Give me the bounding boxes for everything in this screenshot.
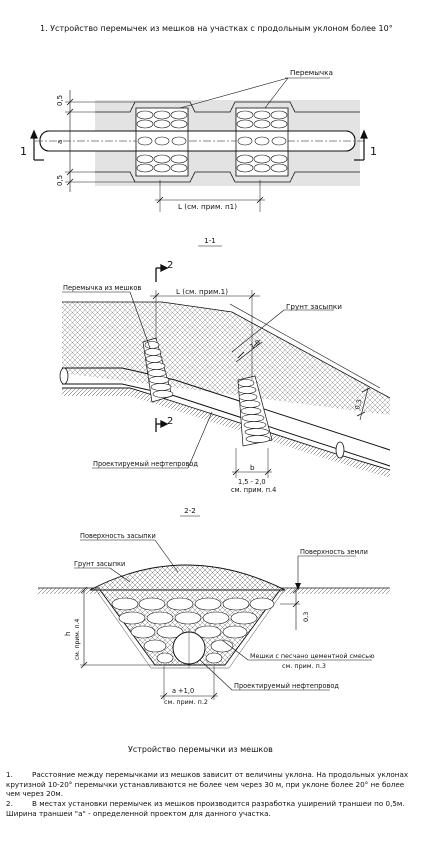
plan-dim-L: L (см. прим. п1) [178,202,238,211]
note-item: 2.В местах установки перемычек из мешков… [6,799,420,818]
s11-label-pipeline: Проектируемый нефтепровод [93,460,198,468]
s11-label-bags: Перемычка из мешков [63,284,142,292]
s22-label-ground-surface: Поверхность земли [300,548,368,556]
s11-dim-15-20: 1,5 - 2,0 [238,478,266,486]
s11-cut-mark-top: 2 [167,260,174,271]
plan-section-mark-right: 1 [370,145,377,158]
figure-caption: Устройство перемычки из мешков [128,745,273,754]
s22-dim-03: 0,3 [302,612,310,622]
s11-label-backfill: Грунт засыпки [286,302,342,311]
section-2-2 [38,515,390,700]
s22-dim-h: h [64,632,72,636]
bags-stack [111,597,275,664]
plan-dim-05-bottom: 0,5 [56,175,64,186]
s11-dim-b: b [250,463,255,472]
bag-column-right [237,375,273,447]
s11-cut-mark-bottom: 2 [167,416,174,427]
note-text: В местах установки перемычек из мешков п… [6,799,405,818]
s22-dim-h-note: см. прим. п.4 [74,619,81,660]
section-mark-left [30,129,44,161]
plan-dim-05-top: 0,5 [56,95,64,106]
s22-label-surface-backfill: Поверхность засыпки [80,532,156,540]
note-item: 1.Расстояние между перемычками из мешков… [6,770,420,799]
section-1-1 [59,245,391,478]
s22-label-pipeline: Проектируемый нефтепровод [234,682,339,690]
section-1-1-title: 1-1 [204,236,216,245]
s22-label-bags-mix: Мешки с песчано цементной смесью [250,652,375,660]
plan-view [30,77,368,212]
section-2-2-title: 2-2 [184,506,196,515]
s11-note-ref: см. прим. п.4 [231,486,277,494]
page-title: 1. Устройство перемычек из мешков на уча… [40,24,393,33]
notes-block: 1.Расстояние между перемычками из мешков… [6,770,420,819]
plan-dim-a: a [56,140,64,144]
bag-column-left [142,337,174,403]
section-mark-right [354,129,368,161]
plan-label-peremychka: Перемычка [290,68,333,77]
s22-dim-a-note: см. прим. п.2 [164,698,208,706]
s22-label-backfill: Грунт засыпки [74,560,126,568]
note-number: 2. [6,799,13,809]
s22-dim-a-width: a +1,0 [172,687,195,695]
note-number: 1. [6,770,13,779]
note-text: Расстояние между перемычками из мешков з… [6,770,409,799]
s22-label-bags-mix-ref: см. прим. п.3 [282,662,326,670]
s11-dim-L: L (см. прим.1) [176,287,229,296]
plan-section-mark-left: 1 [20,145,27,158]
s11-dim-03: 0,3 [353,398,363,410]
